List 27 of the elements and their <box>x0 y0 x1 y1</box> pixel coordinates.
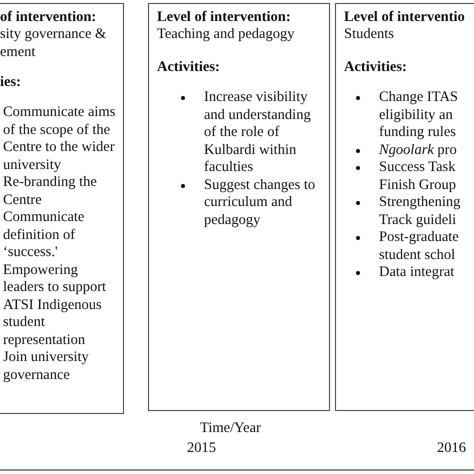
intervention-level: Teaching and pedagogy <box>157 26 296 44</box>
activity-item: Ngoolark pro <box>379 142 457 158</box>
intervention-heading: Level of intervention: <box>157 9 292 26</box>
intervention-level: Students <box>344 26 395 44</box>
activities-heading: Activities: <box>157 59 221 76</box>
intervention-level: sity governance & ement <box>0 26 108 61</box>
activity-item: Re-branding the Centre <box>3 174 97 208</box>
intervention-heading: of intervention: <box>0 9 98 26</box>
year-label: 2015 <box>187 440 216 457</box>
activity-item: Increase visibility and understanding of the role of Kulbardi within faculties <box>204 89 311 175</box>
axis-title: Time/Year <box>200 420 261 437</box>
column-box <box>0 3 124 414</box>
column-box <box>335 3 474 411</box>
activity-item: Suggest changes to curriculum and pedagogy <box>204 176 316 228</box>
activity-item: Join university governance <box>3 349 89 382</box>
column-box <box>148 3 330 411</box>
intervention-heading: Level of interventio <box>344 9 466 26</box>
activity-item: Strengthening Track guideli <box>379 194 460 228</box>
activity-item: Data integrat <box>379 264 454 280</box>
activities-heading: ies: <box>0 74 22 92</box>
activity-item: Communicate definition of ‘success.' <box>3 209 84 260</box>
activities-heading: Activities: <box>344 59 408 76</box>
activity-item: Post-graduate student schol <box>379 229 459 262</box>
year-label: 2016 <box>437 440 466 457</box>
activity-item: Success Task Finish Group <box>379 159 456 192</box>
activity-item: Empowering leaders to support ATSI Indigenous student representation <box>3 262 106 348</box>
activity-item: Communicate aims of the scope of the Centre to the wider university <box>3 104 116 172</box>
